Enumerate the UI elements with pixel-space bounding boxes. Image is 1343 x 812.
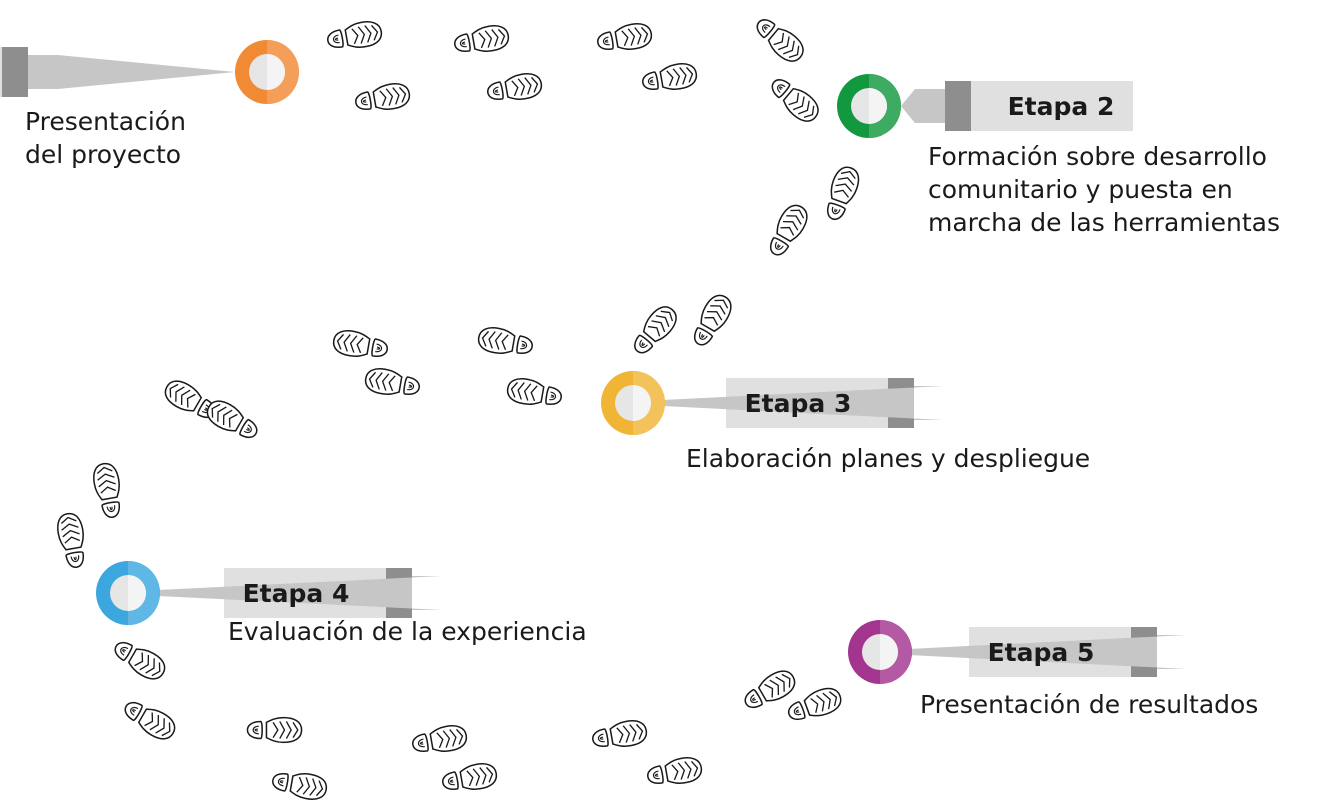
shoe-print-icon [762,200,813,261]
shoe-print-icon [352,80,413,116]
ring-marker-icon [848,620,912,684]
tag-pointer [28,55,235,89]
shoe-print-icon [820,163,864,224]
stage-label: Etapa 5 [988,638,1095,667]
shoe-print-icon [330,327,391,363]
stage-description: Presentación del proyecto [25,105,186,171]
stage-label: Etapa 3 [745,389,852,418]
stage-tags: Etapa 1 Etapa 2 Etapa 3 Etapa 4 Etapa 5 [0,40,1187,684]
tag-connector [945,81,971,131]
shoe-print-icon [765,72,825,128]
shoe-print-icon [324,18,385,54]
stage-label: Etapa 4 [243,579,350,608]
shoe-print-icon [750,12,810,68]
ring-marker-icon [96,561,160,625]
shoe-print-icon [475,324,536,360]
shoe-print-icon [639,60,700,96]
stage-description-line: Evaluación de la experiencia [228,617,587,646]
stage-description: Evaluación de la experiencia [228,615,587,648]
shoe-print-icon [269,767,330,803]
tag-connector [2,47,28,97]
stage-2: Etapa 2 [837,74,1133,138]
shoe-print-icon [484,70,545,106]
shoe-print-icon [686,290,737,351]
shoe-print-icon [409,722,470,758]
stage-description-line: Presentación [25,107,186,136]
stage-3: Etapa 3 [601,371,944,435]
stage-description: Elaboración planes y despliegue [686,442,1090,475]
ring-marker-icon [837,74,901,138]
tag-pointer [848,635,1187,669]
shoe-print-icon [589,717,650,753]
shoe-print-icon [109,634,170,685]
stage-description-line: Formación sobre desarrollo [928,142,1267,171]
shoe-print-icon [504,375,565,411]
shoe-print-icon [202,395,263,446]
stage-description: Presentación de resultados [920,688,1258,721]
stage-1: Etapa 1 [0,40,299,104]
tag-pointer [601,386,944,420]
shoe-print-icon [644,754,705,790]
stage-label: Etapa 2 [1008,92,1115,121]
shoe-print-icon [362,365,423,401]
tag-pointer [96,576,442,610]
tag-pointer [901,89,945,123]
stage-description-line: marcha de las herramientas [928,208,1281,237]
shoe-print-icon [439,760,500,796]
shoe-print-icon [119,694,180,745]
stage-5: Etapa 5 [848,620,1187,684]
stage-description-line: Presentación de resultados [920,690,1259,719]
shoe-print-icon [627,300,683,360]
shoe-print-icon [54,510,90,571]
shoe-print-icon [246,716,303,744]
shoe-print-icon [451,22,512,58]
shoe-print-icon [90,460,126,521]
stage-description-line: comunitario y puesta en [928,175,1233,204]
ring-marker-icon [235,40,299,104]
stage-tag-box [965,81,1133,131]
stage-4: Etapa 4 [96,561,442,625]
stage-description: Formación sobre desarrollo comunitario y … [928,140,1280,239]
ring-marker-icon [601,371,665,435]
shoe-print-icon [594,20,655,56]
stage-description-line: Elaboración planes y despliegue [686,444,1091,473]
stage-description-line: del proyecto [25,140,182,169]
shoe-print-icon [784,683,845,727]
